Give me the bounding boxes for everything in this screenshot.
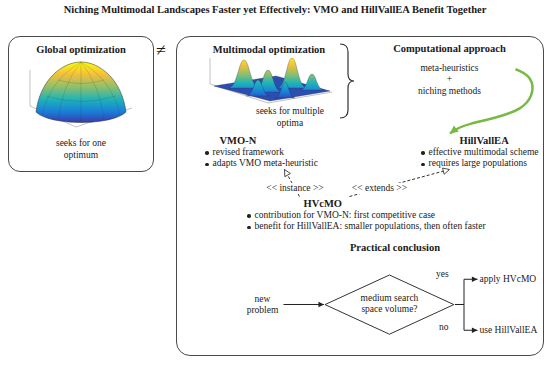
node-text: medium search space volume?: [353, 293, 425, 316]
bullet-item: benefit for HillVallEA: smaller populati…: [246, 221, 538, 233]
text-group: HVcMOcontribution for VMO-N: first compe…: [246, 197, 538, 233]
node-text: seeks for one optimum: [46, 138, 116, 161]
diagram-title: Niching Multimodal Landscapes Faster yet…: [0, 3, 550, 16]
node-heading: VMO-N: [220, 134, 354, 147]
unimodal-surface: [30, 62, 132, 127]
axis-line: [30, 70, 31, 106]
curly-brace: [340, 44, 354, 118]
text-group: HillVallEAeffective multimodal schemereq…: [420, 134, 542, 170]
decision-diamond: medium search space volume?: [324, 274, 455, 335]
node-heading: Computational approach: [384, 42, 516, 55]
node-text: seeks for multiple optima: [245, 106, 335, 129]
node-heading: Multimodal optimization: [209, 43, 329, 56]
node-heading: HillVallEA: [460, 134, 542, 147]
bullet-item: contribution for VMO-N: first competitiv…: [246, 210, 538, 222]
flow-terminal: new problem: [242, 294, 284, 317]
surface-peak: [277, 58, 307, 88]
node-text: niching methods: [384, 86, 516, 98]
connector-arrow: [455, 279, 478, 304]
bullet-item: effective multimodal scheme: [420, 147, 542, 159]
diamond-outline: [325, 275, 454, 334]
node-heading: HVcMO: [304, 197, 538, 210]
panel-box: Global optimization seeks for one optimum: [8, 36, 154, 172]
bullet-item: requires large populations: [420, 158, 542, 170]
panel-box: Multimodal optimization seeks for multipl…: [176, 36, 544, 356]
surface-peak: [246, 80, 270, 96]
axis-line: [210, 58, 211, 84]
multimodal-surface: [210, 58, 332, 103]
bullet-item: adapts VMO meta-heuristic: [204, 158, 354, 170]
surface-mesh: [42, 62, 120, 123]
text-group: Computational approach meta-heuristics+ni…: [384, 42, 516, 98]
edge-label: yes: [434, 269, 451, 280]
text-group: VMO-Nrevised frameworkadapts VMO meta-he…: [204, 134, 354, 170]
node-heading: Global optimization: [13, 43, 149, 56]
connector-arrow: [284, 304, 325, 305]
edge-label: << extends >>: [350, 183, 409, 194]
surface-peak: [275, 82, 295, 98]
connector-arrow: [455, 304, 478, 330]
node-text: use HillVallEA: [480, 325, 538, 337]
not-equal-sign: ≠: [156, 40, 166, 60]
edge-label: << instance >>: [264, 183, 325, 194]
node-text: meta-heuristics: [384, 63, 516, 75]
edge-label: no: [437, 322, 451, 333]
node-text: +: [384, 74, 516, 86]
node-text: new problem: [242, 294, 284, 317]
flow-terminal: use HillVallEA: [478, 324, 540, 338]
section-heading: Practical conclusion: [335, 241, 455, 254]
dome-surface: [36, 62, 126, 123]
surface-peak: [300, 74, 324, 90]
flow-terminal: apply HVcMO: [478, 273, 539, 287]
bullet-item: revised framework: [204, 147, 354, 159]
node-text: apply HVcMO: [480, 274, 537, 286]
flow-arrow: [450, 69, 532, 133]
relation-arrow: [349, 170, 449, 197]
